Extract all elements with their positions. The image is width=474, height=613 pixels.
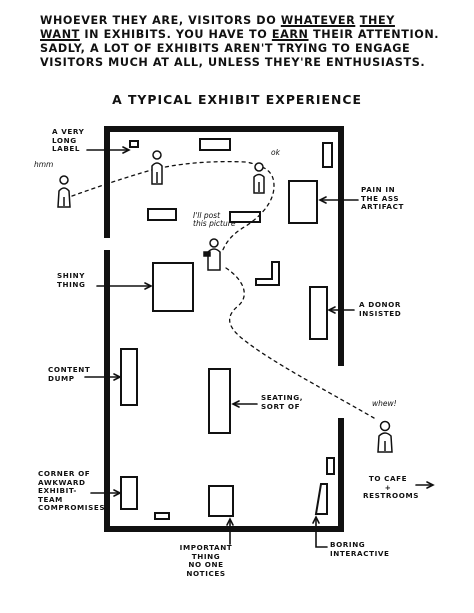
visitor-exiting <box>377 420 393 453</box>
small-case-left <box>147 208 177 221</box>
important-thing-case <box>208 485 234 517</box>
wall-panel-top-right <box>322 142 333 168</box>
path-lower <box>225 267 375 419</box>
arrow-corner-head <box>113 489 122 497</box>
intro-w2: whatever <box>280 14 356 27</box>
boring-interactive-kiosk <box>314 483 328 515</box>
intro-line2: Sadly, a lot of exhibits aren't trying t… <box>40 42 411 55</box>
seating-bench <box>208 368 231 434</box>
speech-ill-post: I'll post this picture <box>193 211 236 228</box>
visitor-reading-label <box>151 150 163 185</box>
speech-whew: whew! <box>372 399 397 408</box>
diagram-title: A typical exhibit experience <box>112 92 362 107</box>
corner-compromise-case <box>120 476 138 510</box>
label-seating: Seating, sort of <box>261 393 304 411</box>
wall-top <box>104 126 344 132</box>
label-important-thing: Important thing no one notices <box>179 543 233 578</box>
intro-w3: they <box>359 14 395 27</box>
label-shiny-thing: Shiny thing <box>57 271 86 289</box>
wall-right-upper <box>338 126 344 366</box>
speech-hmm: hmm <box>34 160 54 169</box>
arrow-cafe-head <box>426 481 435 489</box>
visitor-photographer <box>203 238 221 271</box>
arrow-boring-head <box>312 515 320 524</box>
wall-left-lower <box>104 250 110 532</box>
shiny-thing-case <box>152 262 194 312</box>
intro-w5: in exhibits. You have to <box>84 28 268 41</box>
wall-panel-lower-right <box>326 457 335 475</box>
small-case-center <box>229 211 261 223</box>
wall-left-upper <box>104 126 110 238</box>
arrow-seating-head <box>231 400 240 408</box>
visitor-entrance <box>57 175 71 208</box>
content-dump-panel <box>120 348 138 406</box>
intro-w1: Whoever they are, visitors do <box>40 14 277 27</box>
wall-right-lower <box>338 418 344 532</box>
path-upper <box>71 160 275 253</box>
intro-line3: visitors much at all, unless they're ent… <box>40 56 426 69</box>
pain-artifact-case <box>288 180 318 224</box>
label-donor-insisted: A donor insisted <box>359 300 402 318</box>
label-content-dump: Content dump <box>48 365 91 383</box>
label-to-cafe: To cafe + restrooms <box>363 474 420 501</box>
arrows <box>84 146 435 548</box>
arrow-donor-head <box>327 306 336 314</box>
arrow-content-head <box>113 373 122 381</box>
intro-w7: their attention. <box>313 28 440 41</box>
very-long-label-plaque <box>129 140 139 148</box>
arrow-pain-head <box>318 196 327 204</box>
visitor-ok <box>253 162 265 194</box>
speech-ok: ok <box>271 148 280 157</box>
arrow-shiny-head <box>144 282 153 290</box>
wall-panel-top-center <box>199 138 231 151</box>
arrow-long-label-head <box>122 146 131 154</box>
visitors <box>57 150 393 453</box>
label-very-long-label: A very long label <box>52 127 85 154</box>
label-pain-artifact: Pain in the ass artifact <box>361 185 404 212</box>
arrow-boring-line <box>315 517 328 548</box>
arrow-important-head <box>226 517 234 526</box>
donor-object <box>309 286 328 340</box>
intro-w4: want <box>40 28 80 41</box>
intro-w6: earn <box>271 28 309 41</box>
gallery-walls <box>104 126 344 532</box>
intro-text: Whoever they are, visitors do whatever t… <box>40 14 460 70</box>
tiny-label <box>154 512 170 520</box>
label-corner-compromises: Corner of awkward exhibit- team compromi… <box>38 469 106 513</box>
corner-display <box>255 261 280 286</box>
label-boring-interactive: Boring interactive <box>330 540 390 558</box>
exhibit-objects <box>120 138 335 520</box>
wall-bottom <box>104 526 344 532</box>
